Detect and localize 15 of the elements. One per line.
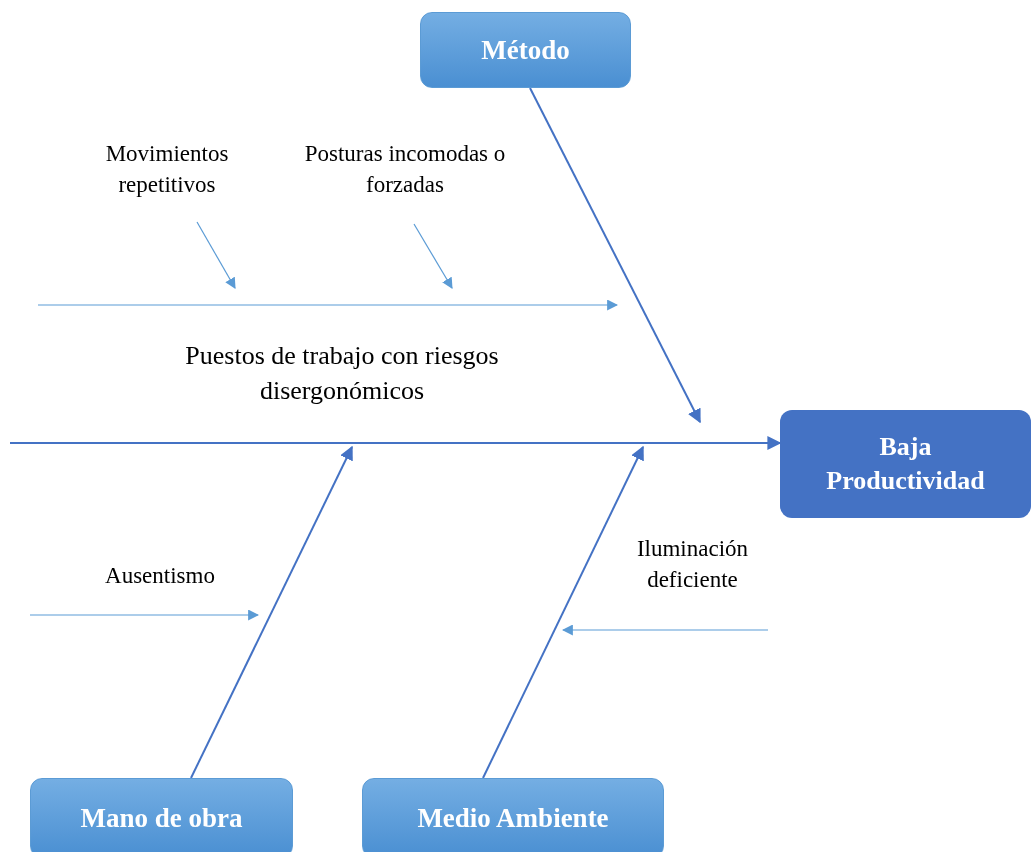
cause-box: Medio Ambiente <box>362 778 664 852</box>
arrow <box>482 445 644 779</box>
cause-text: Ausentismo <box>104 562 216 590</box>
cause-text: Iluminación deficiente <box>635 535 750 595</box>
cause-text: Posturas incomodas o forzadas <box>303 140 507 200</box>
cause-box: Mano de obra <box>30 778 293 852</box>
cause-box: Método <box>420 12 631 88</box>
arrow <box>9 436 782 450</box>
arrow <box>196 221 236 289</box>
arrow <box>413 223 453 289</box>
effect-box: Baja Productividad <box>780 410 1031 518</box>
arrow <box>190 445 353 779</box>
cause-text: Movimientos repetitivos <box>104 140 230 200</box>
arrow <box>529 87 701 424</box>
cause-text: Puestos de trabajo con riesgos disergonómicos <box>184 340 500 408</box>
